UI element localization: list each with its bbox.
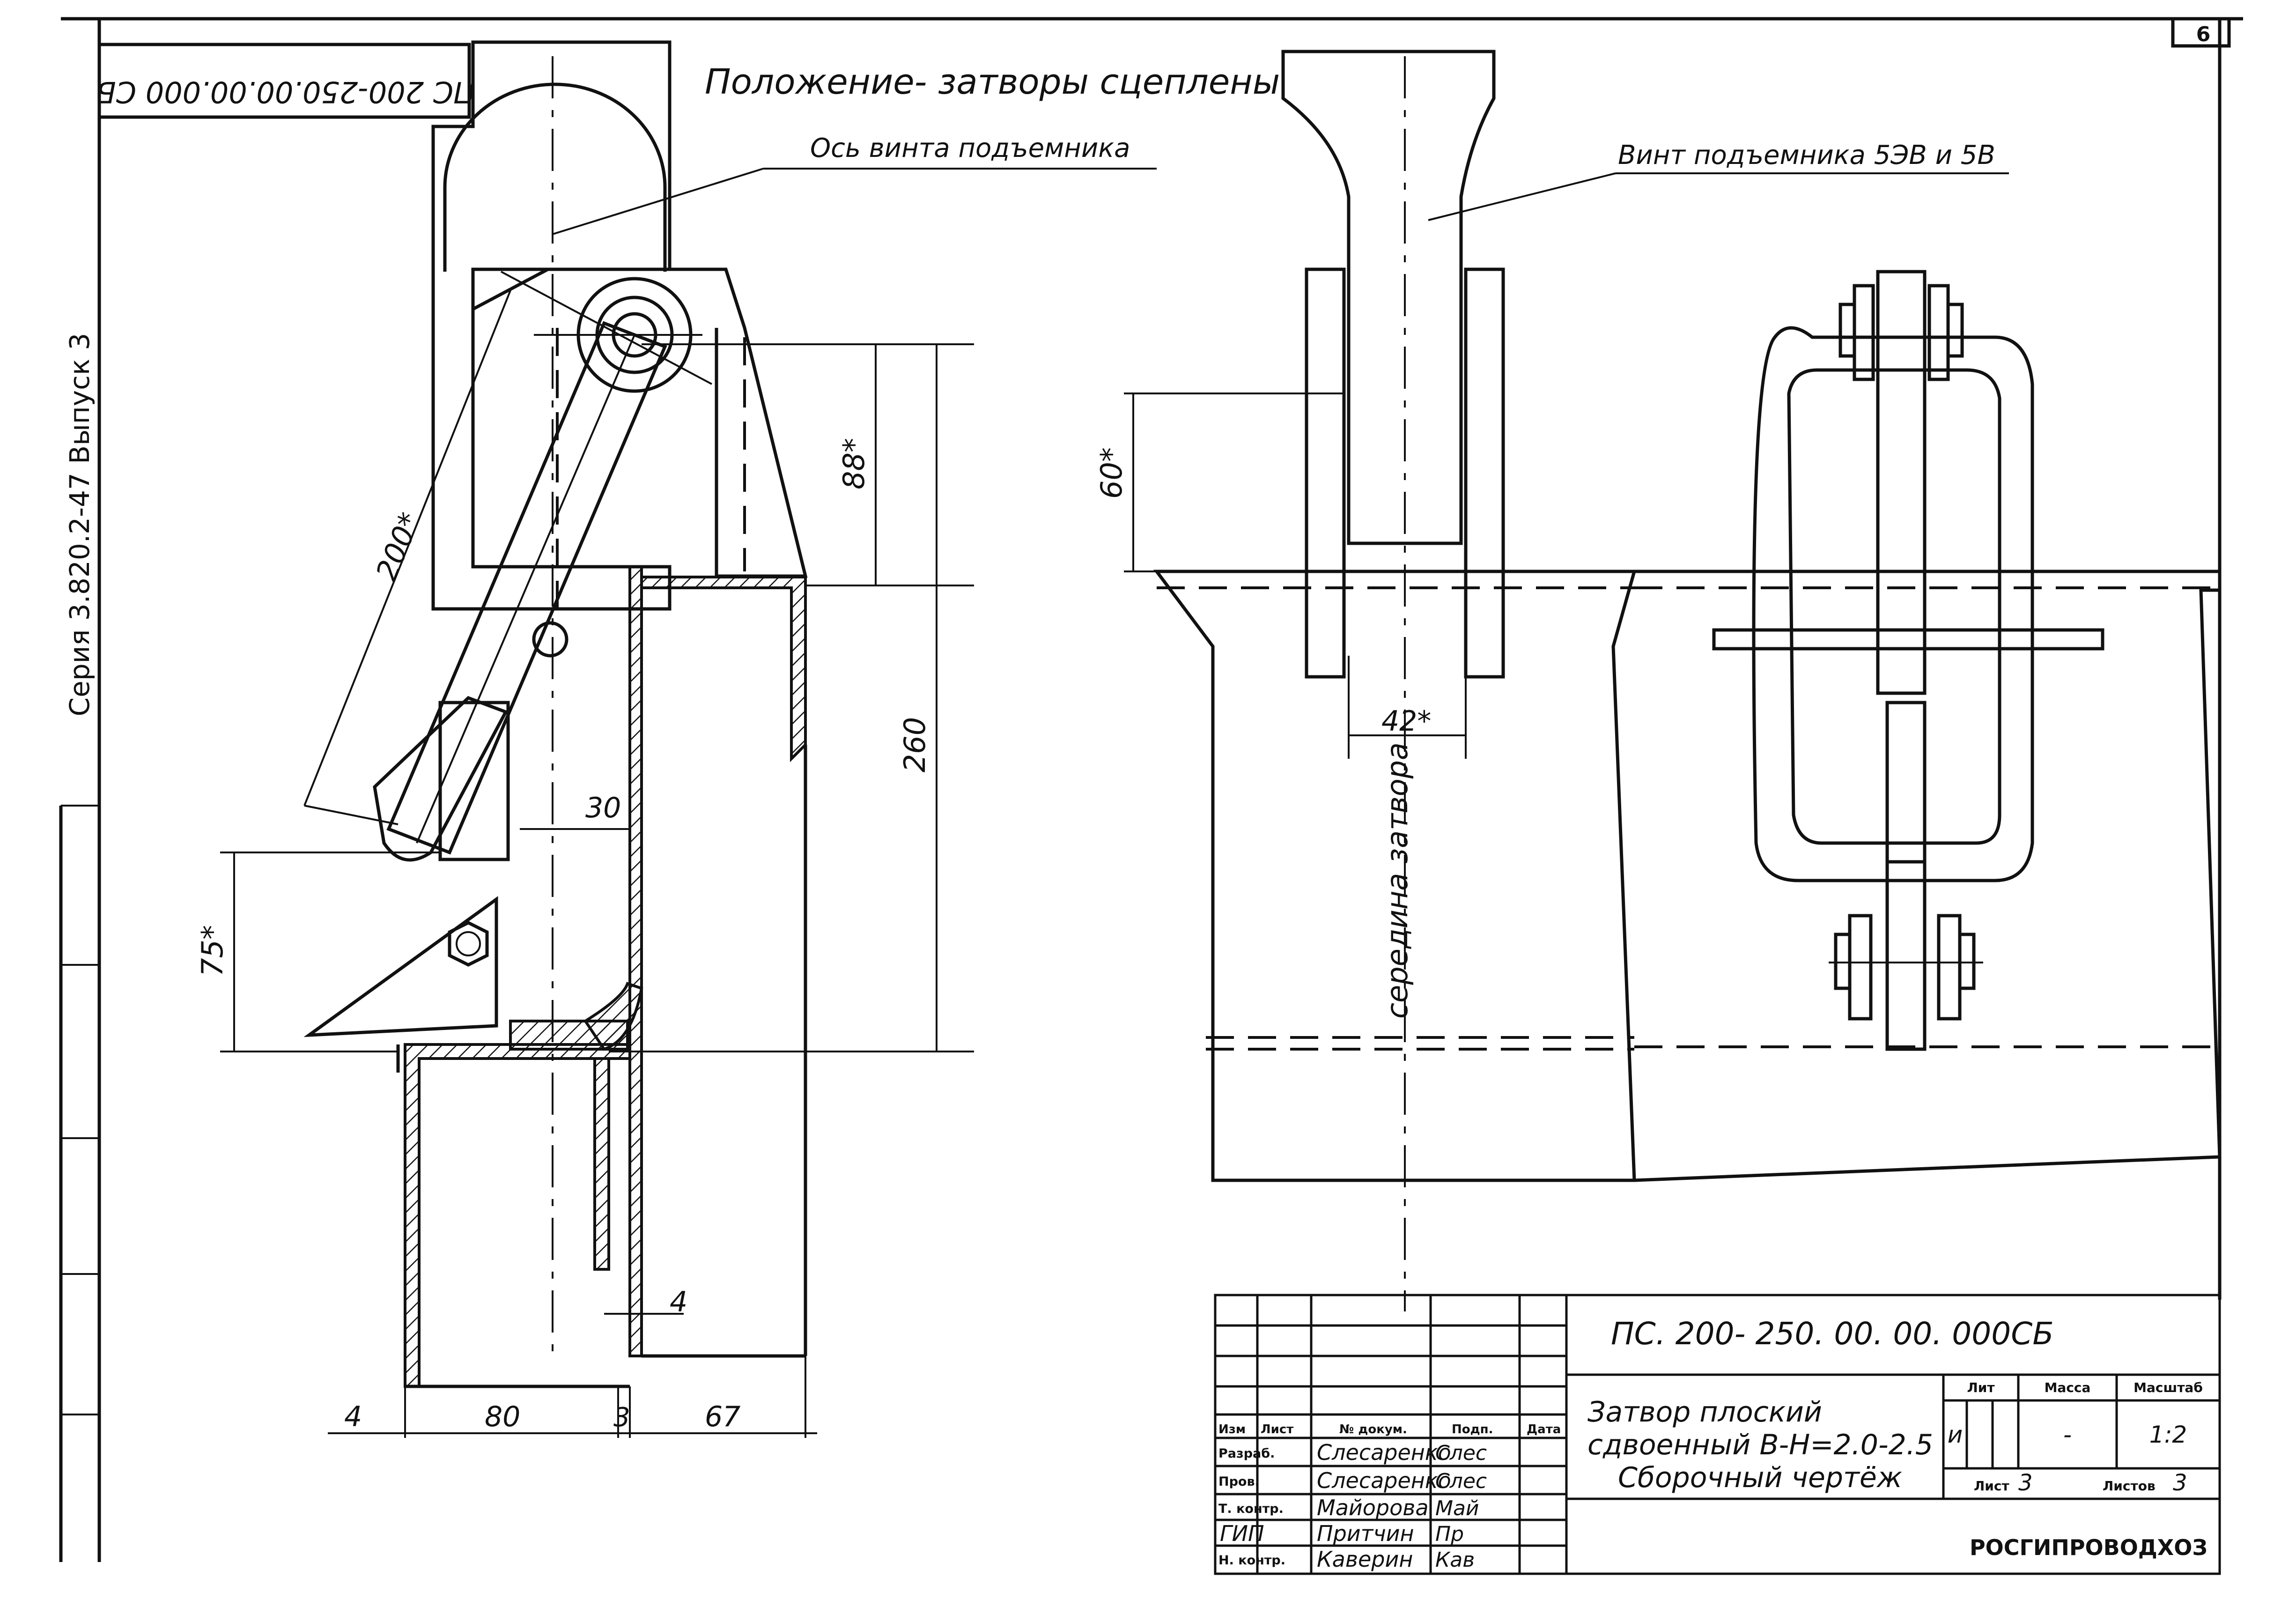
tb-lit-header: Лит: [1967, 1380, 1995, 1395]
tb-role-4: ГИП: [1220, 1521, 1264, 1546]
tb-sheet-label: Лист: [1974, 1478, 2009, 1494]
tb-doc-code: ПС. 200- 250. 00. 00. 000СБ: [1611, 1316, 2054, 1352]
dim-4-right: 4: [670, 1286, 687, 1318]
dim-260: 260: [898, 717, 932, 772]
tb-name-1: Слесаренко: [1317, 1440, 1451, 1465]
tb-sign-3: Май: [1435, 1496, 1479, 1520]
series-label: Серия 3.820.2-47 Выпуск 3: [64, 333, 96, 717]
title-block: [1214, 1294, 2221, 1575]
page-number: 6: [2196, 22, 2211, 46]
title-position: Положение- затворы сцеплены: [705, 62, 1280, 102]
tb-name-line3: Сборочный чертёж: [1618, 1461, 1902, 1494]
tb-name-4: Притчин: [1317, 1521, 1414, 1546]
tb-scale-header: Масштаб: [2134, 1380, 2203, 1395]
dim-60: 60*: [1094, 447, 1129, 499]
tb-role-2: Пров.: [1218, 1474, 1260, 1489]
tb-mass-value: -: [2063, 1421, 2072, 1448]
shackle-view: [1634, 270, 2222, 1182]
dim-80: 80: [485, 1400, 520, 1433]
dim-4-bottom: 4: [344, 1400, 362, 1433]
tb-role-3: Т. контр.: [1218, 1502, 1284, 1516]
tb-sign-1: Слес: [1435, 1441, 1487, 1465]
tb-name-5: Каверин: [1317, 1547, 1413, 1572]
tb-mass-header: Масса: [2045, 1380, 2091, 1395]
tb-col-doc: № докум.: [1339, 1422, 1407, 1437]
dim-67: 67: [705, 1400, 740, 1433]
tb-scale-value: 1:2: [2149, 1421, 2187, 1448]
side-section-view: [220, 40, 1157, 1438]
label-gate-middle: середина затвора: [1380, 742, 1414, 1019]
tb-role-1: Разраб.: [1218, 1446, 1275, 1461]
dim-200: 200*: [369, 508, 427, 585]
sheet-frame: [59, 17, 2243, 1562]
tb-col-list: Лист: [1261, 1422, 1293, 1437]
stamp-top-left: ПС 200-250.00.00.000 СБ: [96, 43, 475, 119]
label-lift-axis: Ось винта подъемника: [810, 133, 1130, 163]
dim-42: 42*: [1381, 705, 1431, 738]
dim-88: 88*: [837, 438, 871, 489]
label-lift-screw: Винт подъемника 5ЭВ и 5В: [1618, 140, 1995, 170]
dim-3: 3: [613, 1402, 630, 1433]
tb-lit-value: и: [1948, 1421, 1963, 1448]
tb-sheet-value: 3: [2018, 1470, 2033, 1496]
tb-sign-5: Кав: [1435, 1548, 1475, 1572]
tb-sheets-value: 3: [2173, 1470, 2187, 1496]
tb-col-sign: Подп.: [1452, 1422, 1493, 1437]
tb-name-line2: сдвоенный В-Н=2.0-2.5: [1587, 1429, 1933, 1461]
dim-30: 30: [585, 792, 621, 824]
stamp-code: ПС 200-250.00.00.000 СБ: [96, 75, 475, 109]
tb-name-line1: Затвор плоский: [1587, 1396, 1822, 1429]
tb-sign-4: Пр: [1435, 1522, 1464, 1546]
tb-organization: РОСГИПРОВОДХОЗ: [1970, 1535, 2207, 1560]
tb-sign-2: Слес: [1435, 1469, 1487, 1493]
dim-75: 75*: [195, 925, 229, 977]
tb-role-5: Н. контр.: [1218, 1553, 1285, 1568]
tb-col-izm: Изм: [1218, 1422, 1246, 1437]
tb-name-2: Слесаренко: [1317, 1468, 1451, 1493]
tb-col-date: Дата: [1527, 1422, 1561, 1437]
tb-name-3: Майорова: [1317, 1495, 1429, 1520]
tb-sheets-label: Листов: [2103, 1478, 2156, 1494]
